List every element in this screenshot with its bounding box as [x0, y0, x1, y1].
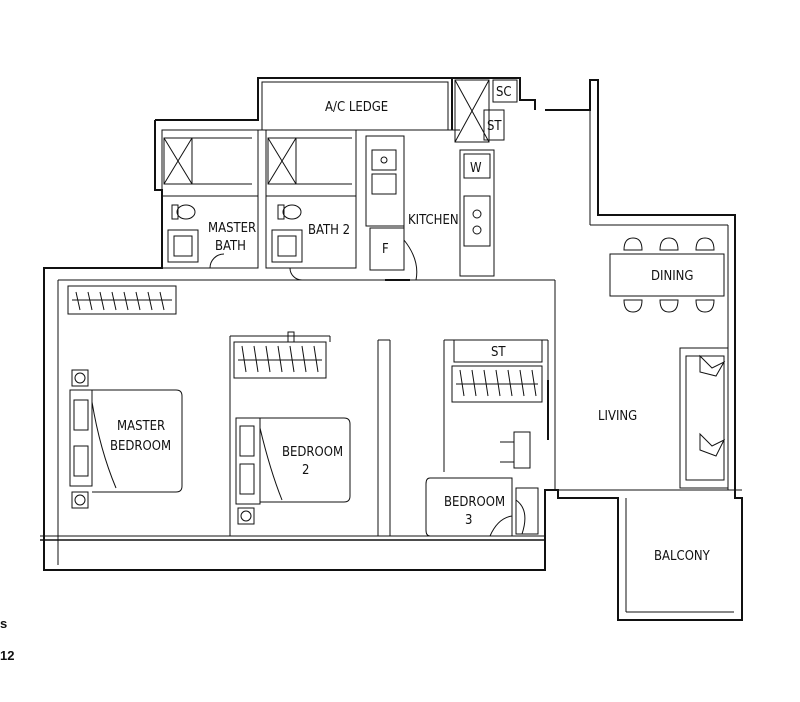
side-text-2: 12 [0, 648, 15, 663]
label-bath-2: BATH 2 [308, 223, 350, 238]
master-bath [161, 129, 259, 269]
label-ac-ledge: A/C LEDGE [325, 100, 388, 115]
outer-walls [40, 77, 743, 621]
bedroom-3-furniture [425, 431, 539, 537]
label-st-top: ST [487, 119, 502, 134]
master-bedroom-furniture [69, 369, 183, 509]
label-master-bath-1: MASTER [208, 221, 256, 236]
label-fridge: F [382, 242, 389, 257]
label-kitchen: KITCHEN [408, 213, 459, 228]
label-master-bedroom-2: BEDROOM [110, 439, 171, 454]
dining-set [609, 237, 725, 313]
side-text-1: s [0, 616, 8, 631]
label-bedroom-2-2: 2 [302, 463, 309, 478]
label-master-bath-2: BATH [215, 239, 246, 254]
label-bedroom-3-2: 3 [465, 513, 472, 528]
label-dining: DINING [651, 269, 693, 284]
label-master-bedroom-1: MASTER [117, 419, 165, 434]
wardrobes [67, 285, 543, 403]
label-bedroom-2-1: BEDROOM [282, 445, 343, 460]
label-living: LIVING [598, 409, 637, 424]
label-bedroom-3-1: BEDROOM [444, 495, 505, 510]
bedroom-2-furniture [235, 417, 351, 525]
label-balcony: BALCONY [654, 549, 711, 564]
label-st-bedroom3: ST [491, 345, 506, 360]
service-shafts [454, 79, 518, 143]
partitions [229, 335, 549, 536]
label-wm: W [470, 161, 482, 176]
living-furniture [545, 347, 729, 491]
kitchen [365, 129, 495, 281]
label-sc: SC [496, 85, 512, 100]
bath-2 [265, 129, 357, 281]
